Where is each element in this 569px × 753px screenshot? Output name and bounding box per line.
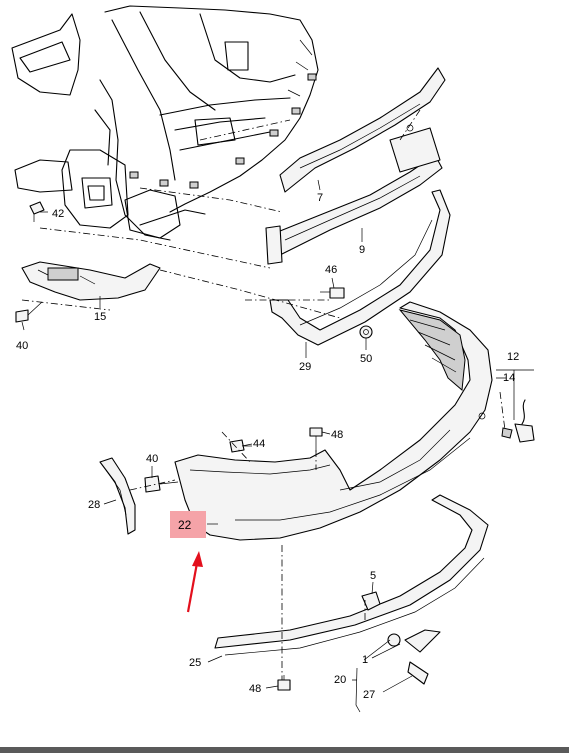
part-12-sensor — [501, 399, 535, 443]
leader-lines — [21, 179, 534, 713]
label-15: 15 — [94, 311, 106, 323]
position-labels: 42 7 9 46 15 40 50 29 12 14 48 44 40 28 … — [16, 192, 519, 701]
bottom-bar — [0, 747, 569, 753]
label-40-lower: 40 — [146, 453, 158, 465]
part-15-side-bracket — [21, 261, 161, 301]
part-9-carrier-bar — [265, 127, 443, 265]
label-46: 46 — [325, 264, 337, 276]
label-9: 9 — [359, 244, 365, 256]
assembly-lines — [21, 109, 506, 680]
label-40-upper: 40 — [16, 340, 28, 352]
part-29-bracket — [269, 189, 451, 346]
label-44: 44 — [253, 438, 265, 450]
label-29: 29 — [299, 361, 311, 373]
part-1-grille — [387, 629, 441, 685]
label-12: 12 — [507, 351, 519, 363]
fasteners — [15, 201, 373, 691]
label-7: 7 — [317, 192, 323, 204]
frame-fasteners — [129, 73, 317, 189]
label-25: 25 — [189, 657, 201, 669]
highlight-box — [170, 511, 206, 538]
label-27: 27 — [363, 689, 375, 701]
part-28-side-guide — [99, 457, 136, 535]
label-22: 22 — [178, 518, 192, 532]
part-22-bumper-cover — [174, 301, 493, 541]
part-7-reinforcement — [279, 67, 446, 193]
label-14: 14 — [503, 372, 515, 384]
part-5-clip — [361, 591, 381, 611]
body-frame — [11, 5, 319, 241]
label-48-upper: 48 — [331, 429, 343, 441]
label-5: 5 — [370, 570, 376, 582]
part-25-lower-trim — [214, 494, 489, 656]
pointer-arrow — [186, 551, 203, 613]
label-1: 1 — [362, 654, 368, 666]
label-48-lower: 48 — [249, 683, 261, 695]
label-50: 50 — [360, 353, 372, 365]
label-42: 42 — [52, 208, 64, 220]
label-20: 20 — [334, 674, 346, 686]
label-28: 28 — [88, 499, 100, 511]
